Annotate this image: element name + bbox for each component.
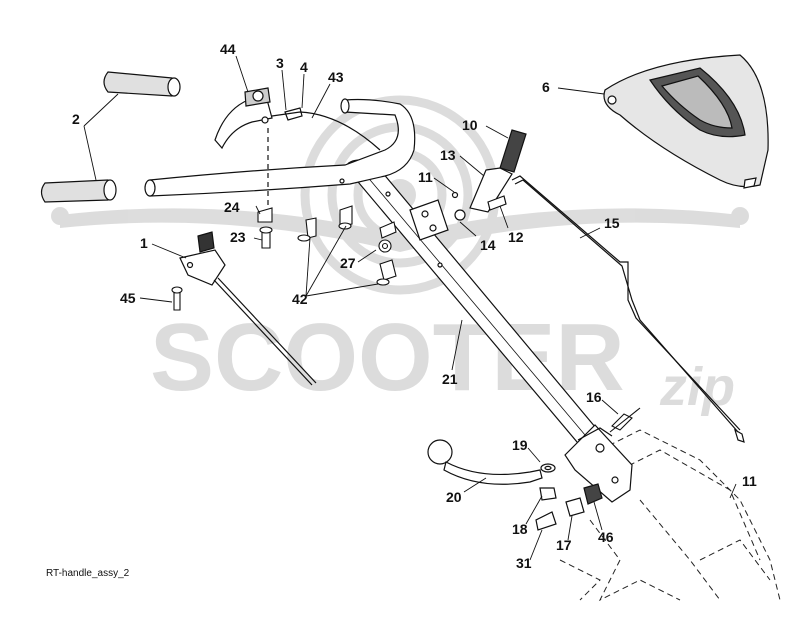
callout-labels: 44 3 4 43 6 2 10 13 11 24 23 1 14 12 15 … [72, 41, 757, 571]
callout-16: 16 [586, 389, 602, 405]
shift-lever-assembly [409, 129, 527, 241]
lower-shift-assembly [427, 424, 633, 531]
callout-10: 10 [462, 117, 478, 133]
hardware-bolts [171, 205, 641, 433]
callout-43: 43 [328, 69, 344, 85]
callout-21: 21 [442, 371, 458, 387]
callout-46: 46 [598, 529, 614, 545]
callout-2: 2 [72, 111, 80, 127]
callout-1: 1 [140, 235, 148, 251]
callout-3: 3 [276, 55, 284, 71]
callout-17: 17 [556, 537, 572, 553]
callout-20: 20 [446, 489, 462, 505]
watermark-suffix: zip [659, 357, 735, 417]
callout-4: 4 [300, 59, 308, 75]
callout-23: 23 [230, 229, 246, 245]
callout-19: 19 [512, 437, 528, 453]
bracket-assembly [179, 231, 317, 386]
clutch-lever [214, 87, 381, 210]
callout-44: 44 [220, 41, 236, 57]
hand-grips [40, 71, 181, 203]
diagram-caption: RT-handle_assy_2 [46, 568, 130, 579]
callout-11-lower: 11 [742, 473, 757, 489]
callout-42: 42 [292, 291, 308, 307]
callout-13: 13 [440, 147, 456, 163]
control-rod [511, 175, 745, 443]
callout-31: 31 [516, 555, 532, 571]
handlebar [144, 98, 416, 197]
callout-45: 45 [120, 290, 136, 306]
callout-6: 6 [542, 79, 550, 95]
callout-14: 14 [480, 237, 496, 253]
callout-15: 15 [604, 215, 620, 231]
callout-12: 12 [508, 229, 524, 245]
callout-24: 24 [224, 199, 240, 215]
leader-lines [83, 55, 737, 561]
engine-cover [603, 54, 769, 189]
callout-11-upper: 11 [418, 169, 433, 185]
callout-18: 18 [512, 521, 528, 537]
tiller-frame-outline [559, 429, 781, 602]
callout-27: 27 [340, 255, 356, 271]
